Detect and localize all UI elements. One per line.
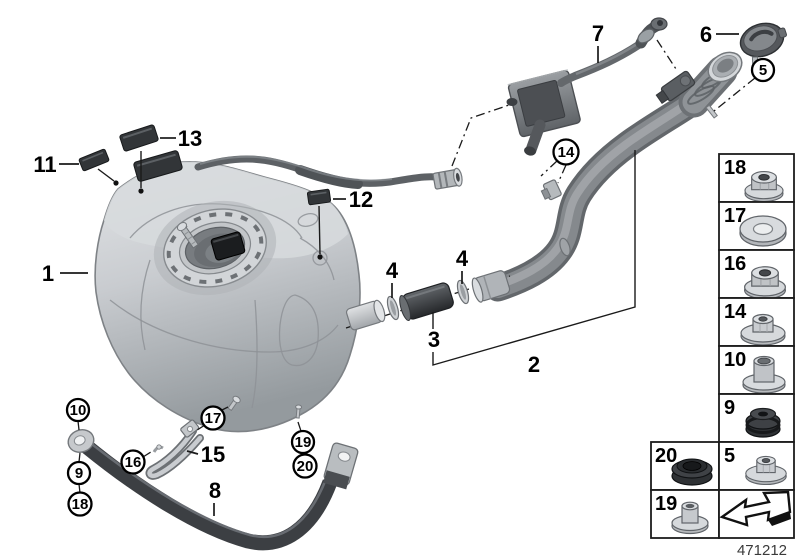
pad-13 <box>119 124 159 152</box>
circled-callout-17[interactable]: 17 <box>200 405 226 431</box>
circled-callout-16[interactable]: 16 <box>120 449 146 475</box>
bleed-pin <box>705 104 718 119</box>
svg-text:10: 10 <box>724 349 746 371</box>
continuation-arrow-icon <box>719 490 792 527</box>
svg-text:17: 17 <box>724 205 746 227</box>
circled-callout-19[interactable]: 19 <box>290 429 316 455</box>
svg-text:19: 19 <box>655 493 677 515</box>
filler-neck-rim <box>707 51 743 83</box>
circled-callout-9[interactable]: 9 <box>66 460 92 486</box>
panel-cell-5: 5 <box>718 441 795 491</box>
panel-cell-16: 16 <box>718 249 795 300</box>
panel-cell-20: 20 <box>650 441 720 491</box>
tank-breather-hose <box>194 155 463 190</box>
tank-pad-attached <box>133 150 183 182</box>
svg-text:20: 20 <box>655 445 677 467</box>
svg-text:17: 17 <box>205 410 222 427</box>
callout-11[interactable]: 11 <box>33 152 56 177</box>
tank-bolt-17 <box>227 395 241 412</box>
strap-eyelet <box>67 429 95 453</box>
pipe-vent-valve <box>655 70 696 104</box>
panel-cell-19: 19 <box>650 489 720 539</box>
vent-valve-box <box>507 69 581 138</box>
pump-screw <box>176 221 199 249</box>
pump-connector <box>210 231 246 261</box>
pipe-end-stub <box>471 270 511 303</box>
parts-panel: 18 17 16 14 10 9 20 <box>650 153 795 539</box>
strap-end-bracket <box>323 442 359 490</box>
svg-text:9: 9 <box>75 465 83 482</box>
circled-callout-5[interactable]: 5 <box>750 57 776 83</box>
callout-13[interactable]: 13 <box>178 126 202 151</box>
rubber-grommet-icon <box>744 407 782 439</box>
rubber-grommet-icon <box>671 458 713 486</box>
callout-15[interactable]: 15 <box>201 442 225 467</box>
pad-12 <box>306 188 332 206</box>
svg-text:18: 18 <box>72 496 89 513</box>
panel-cell-18: 18 <box>718 153 795 203</box>
callout-2[interactable]: 2 <box>528 352 540 377</box>
hose-quick-connector <box>432 167 463 190</box>
circled-callout-14[interactable]: 14 <box>552 138 580 166</box>
pipe-clip-lower <box>559 237 571 257</box>
callout-7[interactable]: 7 <box>592 21 604 46</box>
svg-text:10: 10 <box>70 402 87 419</box>
callout-8[interactable]: 8 <box>209 478 221 503</box>
pad-11 <box>78 148 110 172</box>
tank-bolt-19 <box>295 404 303 419</box>
filler-pipe <box>484 51 743 302</box>
svg-text:5: 5 <box>724 445 735 467</box>
svg-text:16: 16 <box>125 454 142 471</box>
svg-text:19: 19 <box>295 434 312 451</box>
diagram-part-number: 471212 <box>737 542 787 559</box>
panel-cell-17: 17 <box>718 201 795 251</box>
svg-text:9: 9 <box>724 397 735 419</box>
panel-cell-9: 9 <box>718 393 795 443</box>
callout-4a[interactable]: 4 <box>386 258 399 283</box>
connection-hose <box>399 282 454 322</box>
panel-cell-14: 14 <box>718 297 795 347</box>
fuel-tank <box>78 124 361 433</box>
circled-callout-18[interactable]: 18 <box>67 491 93 517</box>
hose-clamp-b <box>456 279 470 305</box>
vent-elbow-fitting <box>635 17 668 49</box>
callout-4b[interactable]: 4 <box>456 246 469 271</box>
hose-clamp-a <box>386 295 400 321</box>
svg-text:18: 18 <box>724 157 746 179</box>
retaining-bracket <box>145 395 303 480</box>
circled-callout-20[interactable]: 20 <box>292 453 318 479</box>
svg-text:20: 20 <box>297 458 314 475</box>
callout-1[interactable]: 1 <box>42 261 54 286</box>
tank-spout <box>345 299 386 331</box>
svg-text:5: 5 <box>759 62 767 79</box>
callout-6[interactable]: 6 <box>700 22 712 47</box>
svg-text:14: 14 <box>558 144 575 161</box>
vent-hose <box>557 17 668 87</box>
lower-hose-assembly <box>345 270 511 331</box>
leader-lines <box>59 33 756 516</box>
pipe-clip-upper <box>540 179 562 201</box>
svg-text:16: 16 <box>724 253 746 275</box>
callout-3[interactable]: 3 <box>428 327 440 352</box>
panel-cell-arrow <box>718 489 795 539</box>
svg-text:14: 14 <box>724 301 747 323</box>
callout-labels: 1 2 3 4 4 6 7 8 11 12 13 15 5 9 10 14 16 <box>33 21 776 517</box>
bracket-hook <box>152 444 164 453</box>
washer-icon <box>739 215 787 247</box>
panel-cell-10: 10 <box>718 345 795 395</box>
canister-spout <box>506 98 546 156</box>
tension-strap <box>67 429 359 551</box>
circled-callout-10[interactable]: 10 <box>65 397 91 423</box>
callout-12[interactable]: 12 <box>349 187 373 212</box>
